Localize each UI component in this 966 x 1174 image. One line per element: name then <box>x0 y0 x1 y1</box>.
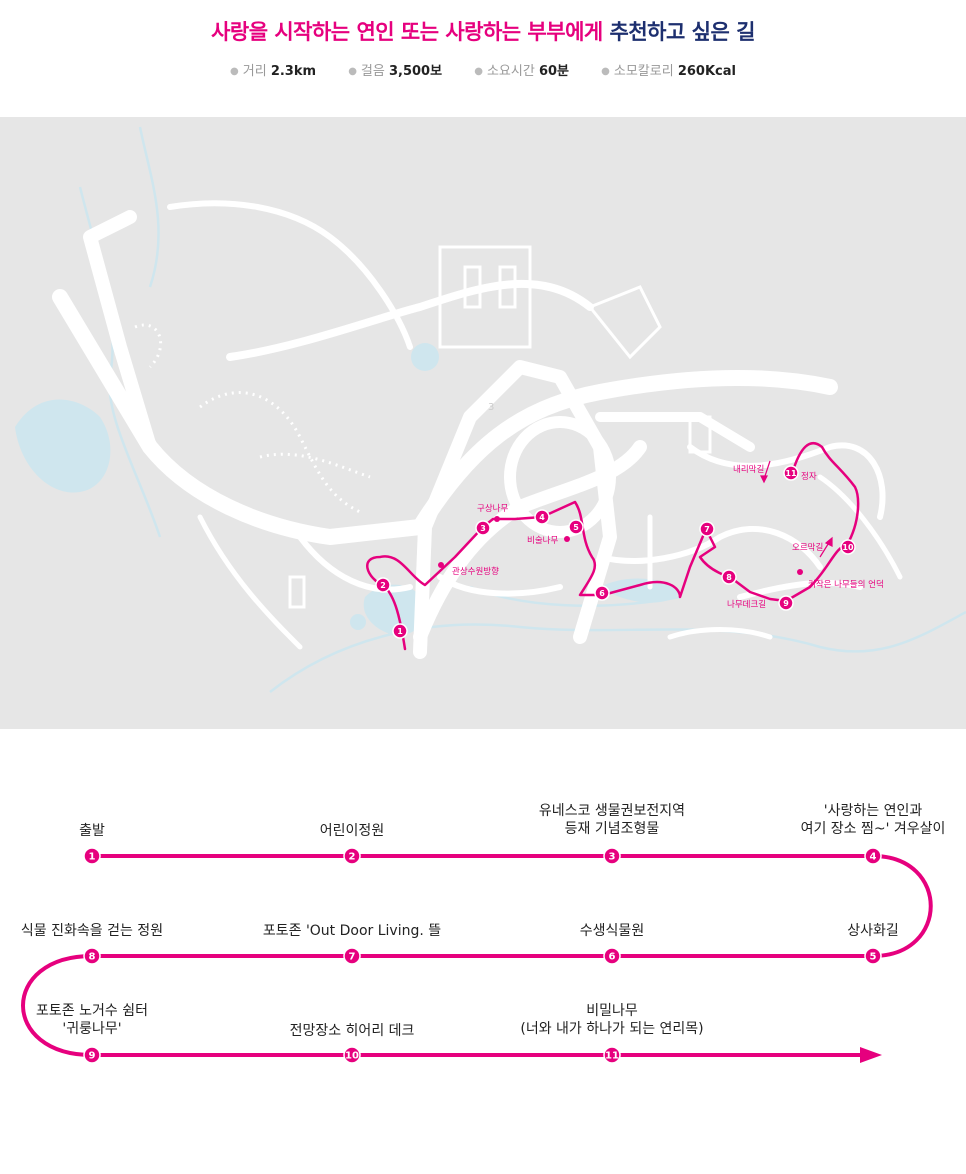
streams <box>78 126 966 693</box>
map-label-namudeck: 나무데크길 <box>727 600 766 610</box>
route-stop-5-label: 상사화길 <box>847 923 899 939</box>
route-stop-2-marker: 2 <box>343 847 361 865</box>
route-stop-1-marker: 1 <box>83 847 101 865</box>
svg-text:8: 8 <box>726 573 732 582</box>
svg-text:1: 1 <box>89 852 96 863</box>
walking-route <box>366 441 860 651</box>
roads <box>52 200 903 659</box>
map-marker-6: 6 <box>594 585 610 601</box>
map-marker-7: 7 <box>699 521 715 537</box>
svg-text:11: 11 <box>605 1051 619 1062</box>
route-stop-4-marker: 4 <box>864 847 882 865</box>
map-labels: 관상수원방향 구상나무 비술나무 내리막길 정자 오르막길 키작은 나무들의 언… <box>452 464 884 610</box>
svg-text:5: 5 <box>870 952 877 963</box>
route-stop-6-marker: 6 <box>603 947 621 965</box>
map-marker-8: 8 <box>721 569 737 585</box>
route-line <box>21 854 933 1057</box>
route-stop-6-label: 수생식물원 <box>579 923 645 939</box>
arboretum-map[interactable]: 관상수원방향 구상나무 비술나무 내리막길 정자 오르막길 키작은 나무들의 언… <box>0 117 966 729</box>
map-marker-9: 9 <box>778 595 794 611</box>
stat-calories: ●소모칼로리 260Kcal <box>601 64 736 79</box>
route-stop-7-marker: 7 <box>343 947 361 965</box>
svg-text:10: 10 <box>842 543 854 552</box>
map-marker-2: 2 <box>375 577 391 593</box>
title-navy: 추천하고 싶은 길 <box>602 20 756 44</box>
title-pink: 사랑을 시작하는 연인 또는 사랑하는 부부에게 <box>211 20 603 44</box>
stat-distance: ●거리 2.3km <box>230 64 317 79</box>
map-marker-4: 4 <box>534 509 550 525</box>
svg-text:11: 11 <box>785 469 797 478</box>
map-label-area3: 3 <box>488 402 494 413</box>
route-stop-markers: 1 2 3 4 5 6 7 8 9 10 11 <box>83 847 882 1064</box>
map-label-jeongja: 정자 <box>801 471 817 482</box>
route-end-arrow <box>860 1047 882 1063</box>
map-marker-5: 5 <box>568 519 584 535</box>
map-svg: 관상수원방향 구상나무 비술나무 내리막길 정자 오르막길 키작은 나무들의 언… <box>15 126 966 693</box>
map-label-oreumak: 오르막길 <box>792 542 823 553</box>
map-marker-11: 11 <box>783 465 799 481</box>
route-stop-11-marker: 11 <box>603 1046 621 1064</box>
svg-text:7: 7 <box>704 525 710 534</box>
map-label-naerimak: 내리막길 <box>733 464 764 475</box>
svg-text:4: 4 <box>539 513 545 522</box>
dotted-trails <box>134 323 371 514</box>
route-stop-10-label: 전망장소 히어리 데크 <box>289 1023 415 1039</box>
svg-text:3: 3 <box>480 524 486 533</box>
ponds <box>15 343 680 636</box>
stat-time: ●소요시간 60분 <box>474 64 569 79</box>
course-stats: ●거리 2.3km ●걸음 3,500보 ●소요시간 60분 ●소모칼로리 26… <box>0 60 966 79</box>
svg-text:9: 9 <box>89 1051 96 1062</box>
map-marker-10: 10 <box>840 539 856 555</box>
svg-text:6: 6 <box>609 952 616 963</box>
route-stop-2-label: 어린이정원 <box>319 823 385 839</box>
route-stop-8-label: 식물 진화속을 걷는 정원 <box>20 923 164 939</box>
svg-text:2: 2 <box>349 852 356 863</box>
map-label-biseul: 비술나무 <box>527 536 558 546</box>
svg-text:10: 10 <box>345 1051 359 1062</box>
page-title: 사랑을 시작하는 연인 또는 사랑하는 부부에게 추천하고 싶은 길 <box>0 16 966 46</box>
svg-text:3: 3 <box>609 852 616 863</box>
route-diagram-svg: 1 2 3 4 5 6 7 8 9 10 11 <box>21 847 933 1064</box>
map-markers: 1 2 3 4 5 6 7 8 9 10 11 <box>375 465 856 639</box>
route-stop-11-label: 비밀나무(너와 내가 하나가 되는 연리목) <box>520 1003 704 1037</box>
stat-steps: ●걸음 3,500보 <box>348 64 443 79</box>
map-label-gwansang: 관상수원방향 <box>452 566 499 577</box>
map-marker-1: 1 <box>392 623 408 639</box>
svg-text:1: 1 <box>397 627 403 636</box>
direction-arrows <box>760 460 833 558</box>
buildings <box>288 245 712 609</box>
svg-text:8: 8 <box>89 952 96 963</box>
route-stop-3-marker: 3 <box>603 847 621 865</box>
map-label-kijakeun: 키작은 나무들의 언덕 <box>808 579 884 590</box>
svg-text:5: 5 <box>573 523 579 532</box>
map-marker-3: 3 <box>475 520 491 536</box>
route-stop-8-marker: 8 <box>83 947 101 965</box>
route-stop-1-label: 출발 <box>79 823 105 839</box>
route-stop-10-marker: 10 <box>343 1046 361 1064</box>
svg-text:2: 2 <box>380 581 386 590</box>
map-points <box>438 516 803 575</box>
route-stop-9-label: 포토존 노거수 쉼터'귀룽나무' <box>36 1003 148 1037</box>
svg-text:9: 9 <box>783 599 789 608</box>
route-stop-7-label: 포토존 'Out Door Living. 뜰 <box>262 923 442 939</box>
route-stop-9-marker: 9 <box>83 1046 101 1064</box>
svg-text:7: 7 <box>349 952 356 963</box>
svg-text:4: 4 <box>870 852 877 863</box>
route-stop-5-marker: 5 <box>864 947 882 965</box>
map-label-gusang: 구상나무 <box>477 503 508 514</box>
svg-text:6: 6 <box>599 589 605 598</box>
